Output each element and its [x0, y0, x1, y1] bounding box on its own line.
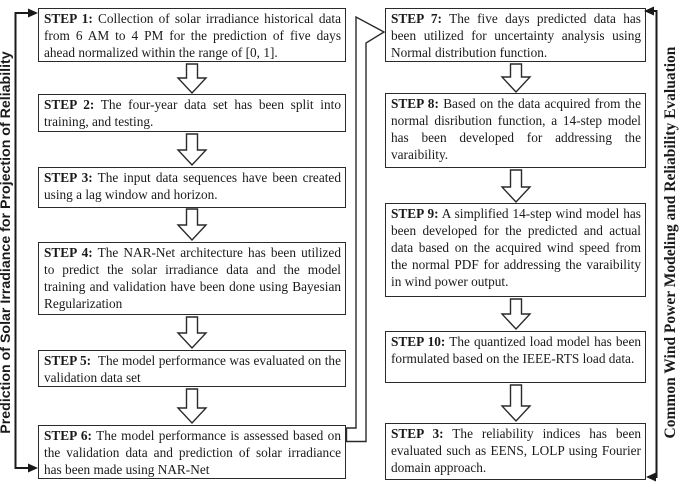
- down-arrow: [500, 298, 532, 331]
- step-7-text: The five days predicted data has been ut…: [391, 11, 641, 60]
- down-arrow: [500, 63, 532, 94]
- step-3b-text: The reliability indices has been evaluat…: [391, 426, 641, 475]
- right-bracket-line: [648, 10, 658, 478]
- step6-to-step7-connector-arrow: [345, 15, 386, 443]
- down-arrow: [176, 133, 208, 167]
- step-4-text: The NAR-Net architecture has been utiliz…: [44, 245, 341, 311]
- step-8-title: STEP 8:: [391, 96, 439, 111]
- step-box-3: STEP 3: The input data sequences have be…: [38, 167, 346, 208]
- step-5-title: STEP 5:: [44, 353, 92, 368]
- down-arrow: [500, 384, 532, 423]
- step-10-text: The quantized load model has been formul…: [391, 334, 641, 366]
- step-7-title: STEP 7:: [391, 11, 442, 26]
- step-box-9: STEP 9: A simplified 14-step wind model …: [385, 203, 646, 297]
- step-2-title: STEP 2:: [44, 97, 95, 112]
- step-3-title: STEP 3:: [44, 170, 93, 185]
- down-arrow: [500, 169, 532, 204]
- left-bracket-line: [14, 12, 36, 469]
- step-box-5: STEP 5: The model performance was evalua…: [38, 350, 346, 387]
- step-box-4: STEP 4: The NAR-Net architecture has bee…: [38, 242, 346, 315]
- step-6-text: The model performance is assessed based …: [44, 428, 341, 477]
- step-box-1: STEP 1: Collection of solar irradiance h…: [38, 8, 346, 62]
- left-bracket-top-arrowhead: [28, 8, 38, 18]
- step-3-text: The input data sequences have been creat…: [44, 170, 341, 202]
- step-9-text: A simplified 14-step wind model has been…: [391, 206, 641, 289]
- step-8-text: Based on the data acquired from the norm…: [391, 96, 641, 162]
- step-box-6: STEP 6: The model performance is assesse…: [38, 425, 346, 479]
- left-section-label: Prediction of Solar Irradiance for Proje…: [0, 51, 14, 434]
- right-section-label: Common Wind Power Modeling and Reliabili…: [662, 46, 679, 439]
- down-arrow: [176, 316, 208, 350]
- step-box-7: STEP 7: The five days predicted data has…: [385, 8, 646, 62]
- step-9-title: STEP 9:: [391, 206, 439, 221]
- step-box-10: STEP 10: The quantized load model has be…: [385, 331, 646, 383]
- step-2-text: The four-year data set has been split in…: [44, 97, 341, 129]
- step-10-title: STEP 10:: [391, 334, 446, 349]
- step-3b-title: STEP 3:: [391, 426, 444, 441]
- down-arrow: [176, 63, 208, 95]
- step-1-text: Collection of solar irradiance historica…: [44, 11, 341, 60]
- step-6-title: STEP 6:: [44, 428, 92, 443]
- down-arrow: [176, 208, 208, 242]
- step-4-title: STEP 4:: [44, 245, 93, 260]
- down-arrow: [176, 388, 208, 425]
- step-5-text: The model performance was evaluated on t…: [44, 353, 341, 385]
- step-box-3b: STEP 3: The reliability indices has been…: [385, 423, 646, 480]
- right-bracket-bottom-arrowhead: [646, 472, 656, 482]
- left-bracket-bottom-arrowhead: [28, 463, 38, 473]
- step-box-8: STEP 8: Based on the data acquired from …: [385, 93, 646, 168]
- step-1-title: STEP 1:: [44, 11, 93, 26]
- step-box-2: STEP 2: The four-year data set has been …: [38, 94, 346, 132]
